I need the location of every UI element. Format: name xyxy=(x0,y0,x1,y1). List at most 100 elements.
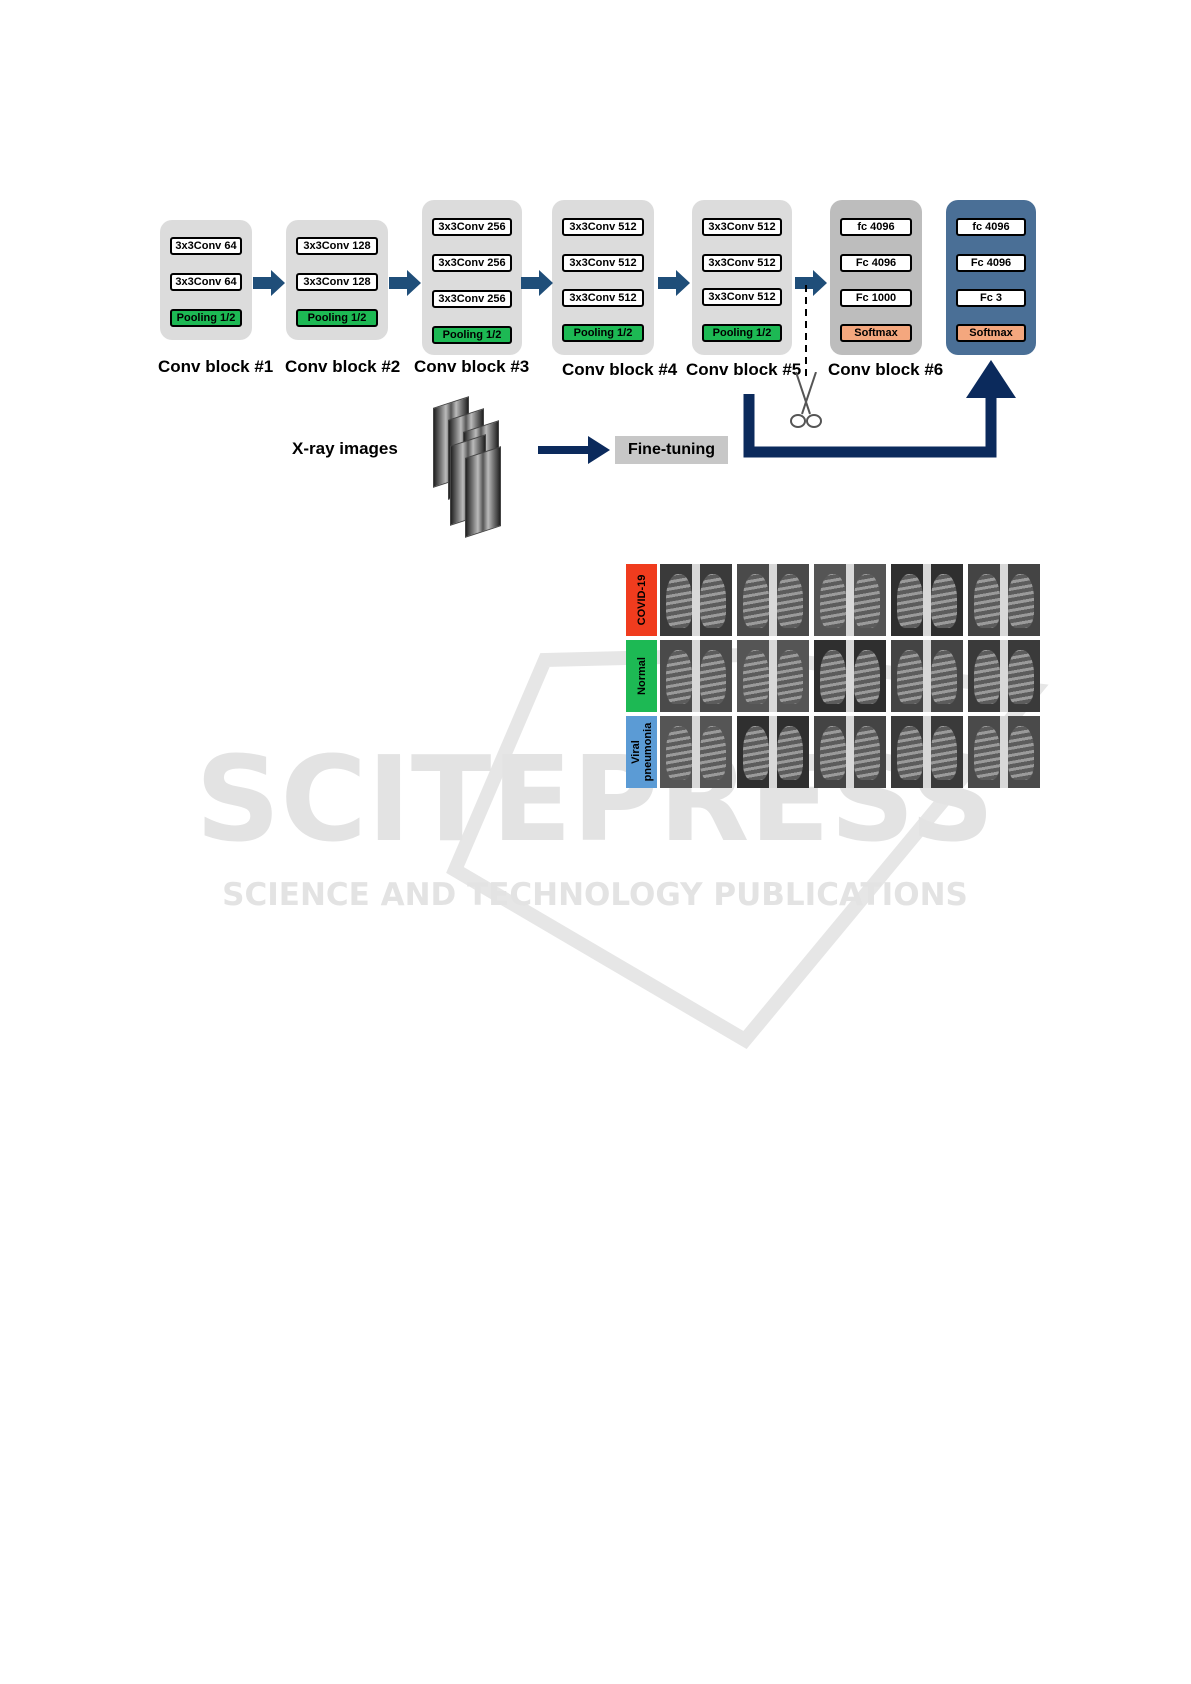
xray-feature xyxy=(846,640,854,712)
xray-feature xyxy=(974,726,1000,780)
block-label: Conv block #1 xyxy=(158,357,274,376)
xray-feature xyxy=(777,726,803,780)
xray-feature xyxy=(931,650,957,704)
block-label: Conv block #5 xyxy=(686,360,802,379)
conv-block-2: 3x3Conv 128 3x3Conv 128 Pooling 1/2 xyxy=(286,220,388,340)
layer: 3x3Conv 512 xyxy=(562,254,644,272)
xray-feature xyxy=(1008,726,1034,780)
xray-feature xyxy=(846,564,854,636)
conv-block-3: 3x3Conv 256 3x3Conv 256 3x3Conv 256 Pool… xyxy=(422,200,522,355)
block-label: Conv block #2 xyxy=(285,357,401,376)
xray-feature xyxy=(769,716,777,788)
softmax-layer: Softmax xyxy=(840,324,912,342)
xray-sample-thumbnail xyxy=(660,716,732,788)
xray-thumbnail xyxy=(465,446,501,538)
row-label-normal: Normal xyxy=(626,640,657,712)
xray-sample-thumbnail xyxy=(891,564,963,636)
layer: 3x3Conv 64 xyxy=(170,237,242,255)
layer: Fc 4096 xyxy=(956,254,1026,272)
xray-feature xyxy=(820,726,846,780)
xray-sample-thumbnail xyxy=(814,640,886,712)
xray-feature xyxy=(931,726,957,780)
xray-sample-thumbnail xyxy=(968,640,1040,712)
xray-feature xyxy=(1000,640,1008,712)
layer: 3x3Conv 128 xyxy=(296,273,378,291)
xray-sample-thumbnail xyxy=(968,716,1040,788)
layer: fc 4096 xyxy=(840,218,912,236)
xray-feature xyxy=(777,650,803,704)
xray-feature xyxy=(974,574,1000,628)
xray-feature xyxy=(1000,716,1008,788)
xray-sample-thumbnail xyxy=(968,564,1040,636)
xray-feature xyxy=(743,650,769,704)
conv-block-1: 3x3Conv 64 3x3Conv 64 Pooling 1/2 xyxy=(160,220,252,340)
fine-tuning-box: Fine-tuning xyxy=(615,436,728,464)
xray-sample-thumbnail xyxy=(814,564,886,636)
xray-feature xyxy=(854,574,880,628)
xray-feature xyxy=(743,726,769,780)
softmax-layer: Softmax xyxy=(956,324,1026,342)
xray-sample-thumbnail xyxy=(891,716,963,788)
block-label: Conv block #6 xyxy=(828,360,944,379)
xray-feature xyxy=(700,574,726,628)
xray-feature xyxy=(820,574,846,628)
xray-feature xyxy=(854,650,880,704)
xray-feature xyxy=(897,574,923,628)
layer: fc 4096 xyxy=(956,218,1026,236)
xray-feature xyxy=(666,650,692,704)
xray-feature xyxy=(777,574,803,628)
xray-feature xyxy=(1000,564,1008,636)
pooling-layer: Pooling 1/2 xyxy=(432,326,512,344)
xray-feature xyxy=(692,640,700,712)
xray-sample-thumbnail xyxy=(660,564,732,636)
arrow-right-icon xyxy=(253,270,285,296)
xray-feature xyxy=(897,726,923,780)
layer: Fc 4096 xyxy=(840,254,912,272)
xray-feature xyxy=(700,650,726,704)
xray-feature xyxy=(666,726,692,780)
xray-feature xyxy=(1008,574,1034,628)
layer: 3x3Conv 64 xyxy=(170,273,242,291)
pooling-layer: Pooling 1/2 xyxy=(702,324,782,342)
xray-feature xyxy=(820,650,846,704)
conv-block-6: fc 4096 Fc 4096 Fc 1000 Softmax xyxy=(830,200,922,355)
xray-sample-thumbnail xyxy=(737,640,809,712)
watermark-subtitle: SCIENCE AND TECHNOLOGY PUBLICATIONS xyxy=(222,877,968,913)
xray-feature xyxy=(974,650,1000,704)
arrow-right-icon xyxy=(538,436,610,464)
layer: 3x3Conv 512 xyxy=(702,288,782,306)
layer: 3x3Conv 256 xyxy=(432,290,512,308)
layer: 3x3Conv 512 xyxy=(562,218,644,236)
xray-sample-thumbnail xyxy=(814,716,886,788)
layer: 3x3Conv 256 xyxy=(432,254,512,272)
pooling-layer: Pooling 1/2 xyxy=(562,324,644,342)
conv-block-4: 3x3Conv 512 3x3Conv 512 3x3Conv 512 Pool… xyxy=(552,200,654,355)
xray-feature xyxy=(666,574,692,628)
scissors-icon xyxy=(790,372,822,428)
arrow-right-icon xyxy=(521,270,553,296)
xray-feature xyxy=(692,716,700,788)
pooling-layer: Pooling 1/2 xyxy=(296,309,378,327)
block-label: Conv block #4 xyxy=(562,360,678,379)
xray-sample-thumbnail xyxy=(737,716,809,788)
xray-sample-thumbnail xyxy=(737,564,809,636)
xray-feature xyxy=(931,574,957,628)
xray-feature xyxy=(769,640,777,712)
layer: 3x3Conv 256 xyxy=(432,218,512,236)
layer: 3x3Conv 128 xyxy=(296,237,378,255)
arrow-right-icon xyxy=(389,270,421,296)
xray-feature xyxy=(854,726,880,780)
layer: 3x3Conv 512 xyxy=(562,289,644,307)
layer: Fc 3 xyxy=(956,289,1026,307)
arrow-right-icon xyxy=(795,270,827,296)
layer: 3x3Conv 512 xyxy=(702,218,782,236)
conv-block-5: 3x3Conv 512 3x3Conv 512 3x3Conv 512 Pool… xyxy=(692,200,792,355)
layer: 3x3Conv 512 xyxy=(702,254,782,272)
xray-feature xyxy=(1008,650,1034,704)
xray-feature xyxy=(743,574,769,628)
row-label-covid: COVID-19 xyxy=(626,564,657,636)
xray-feature xyxy=(846,716,854,788)
xray-feature xyxy=(700,726,726,780)
pooling-layer: Pooling 1/2 xyxy=(170,309,242,327)
arrow-right-icon xyxy=(658,270,690,296)
